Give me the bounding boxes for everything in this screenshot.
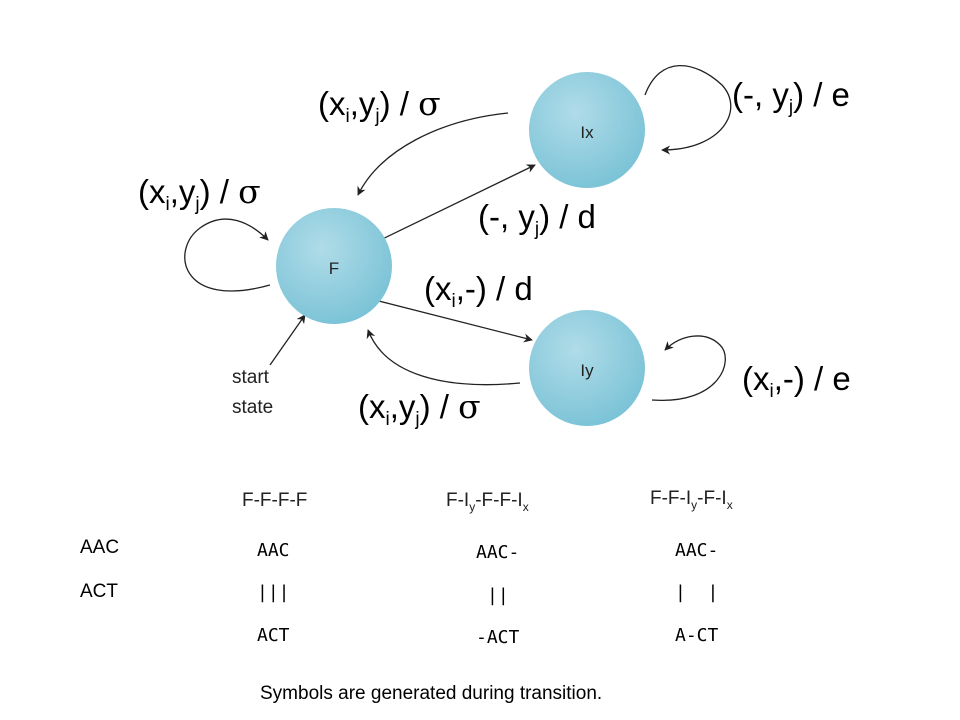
label-ix-self: (-, yj) / e: [732, 76, 850, 118]
label-iy-self: (xi,-) / e: [742, 360, 851, 402]
node-ix-label: Ix: [580, 123, 594, 142]
label-f-self: (xi,yj) / σ: [138, 172, 261, 215]
edge-f-self-loop: [184, 218, 271, 292]
node-iy-label: Iy: [580, 361, 594, 380]
caption: Symbols are generated during transition.: [260, 683, 602, 704]
sequence-1: AAC: [80, 537, 119, 558]
label-iy-to-f: (xi,yj) / σ: [358, 387, 481, 430]
alignment-1-top: AAC: [257, 540, 290, 561]
start-label-line2: state: [232, 397, 273, 418]
start-label-line1: start: [232, 367, 270, 388]
alignment-2-top: AAC-: [476, 542, 519, 563]
alignment-1-bottom: ACT: [257, 625, 290, 646]
edge-f-to-iy: [374, 299, 533, 343]
edge-iy-to-f: [366, 329, 521, 386]
node-ix: Ix: [529, 72, 645, 188]
alignment-3-top: AAC-: [675, 540, 718, 561]
label-f-to-ix: (-, yj) / d: [478, 198, 596, 240]
alignment-1-bars: |||: [257, 582, 290, 603]
edge-start-arrow: [269, 314, 306, 366]
alignment-title-2: F-Iy-F-F-Ix: [446, 490, 529, 514]
sigma-symbol: σ: [458, 387, 481, 426]
sequence-2: ACT: [80, 581, 118, 602]
label-ix-to-f: (xi,yj) / σ: [318, 84, 441, 127]
node-f: F: [276, 208, 392, 324]
edge-f-to-ix: [369, 164, 536, 246]
alignment-2-bars: ||: [487, 585, 509, 606]
alignment-title-1: F-F-F-F: [242, 490, 307, 511]
sigma-symbol: σ: [418, 84, 441, 123]
edge-iy-self-loop: [651, 335, 726, 401]
label-f-to-iy: (xi,-) / d: [424, 270, 533, 312]
edge-ix-to-f: [357, 112, 509, 196]
alignment-title-3: F-F-Iy-F-Ix: [650, 488, 733, 512]
alignment-3-bars: | |: [675, 582, 718, 603]
node-iy: Iy: [529, 310, 645, 426]
edge-ix-self-loop: [644, 65, 732, 155]
alignment-3-bottom: A-CT: [675, 625, 719, 646]
sigma-symbol: σ: [238, 172, 261, 211]
alignment-2-bottom: -ACT: [476, 627, 520, 648]
node-f-label: F: [329, 259, 339, 278]
